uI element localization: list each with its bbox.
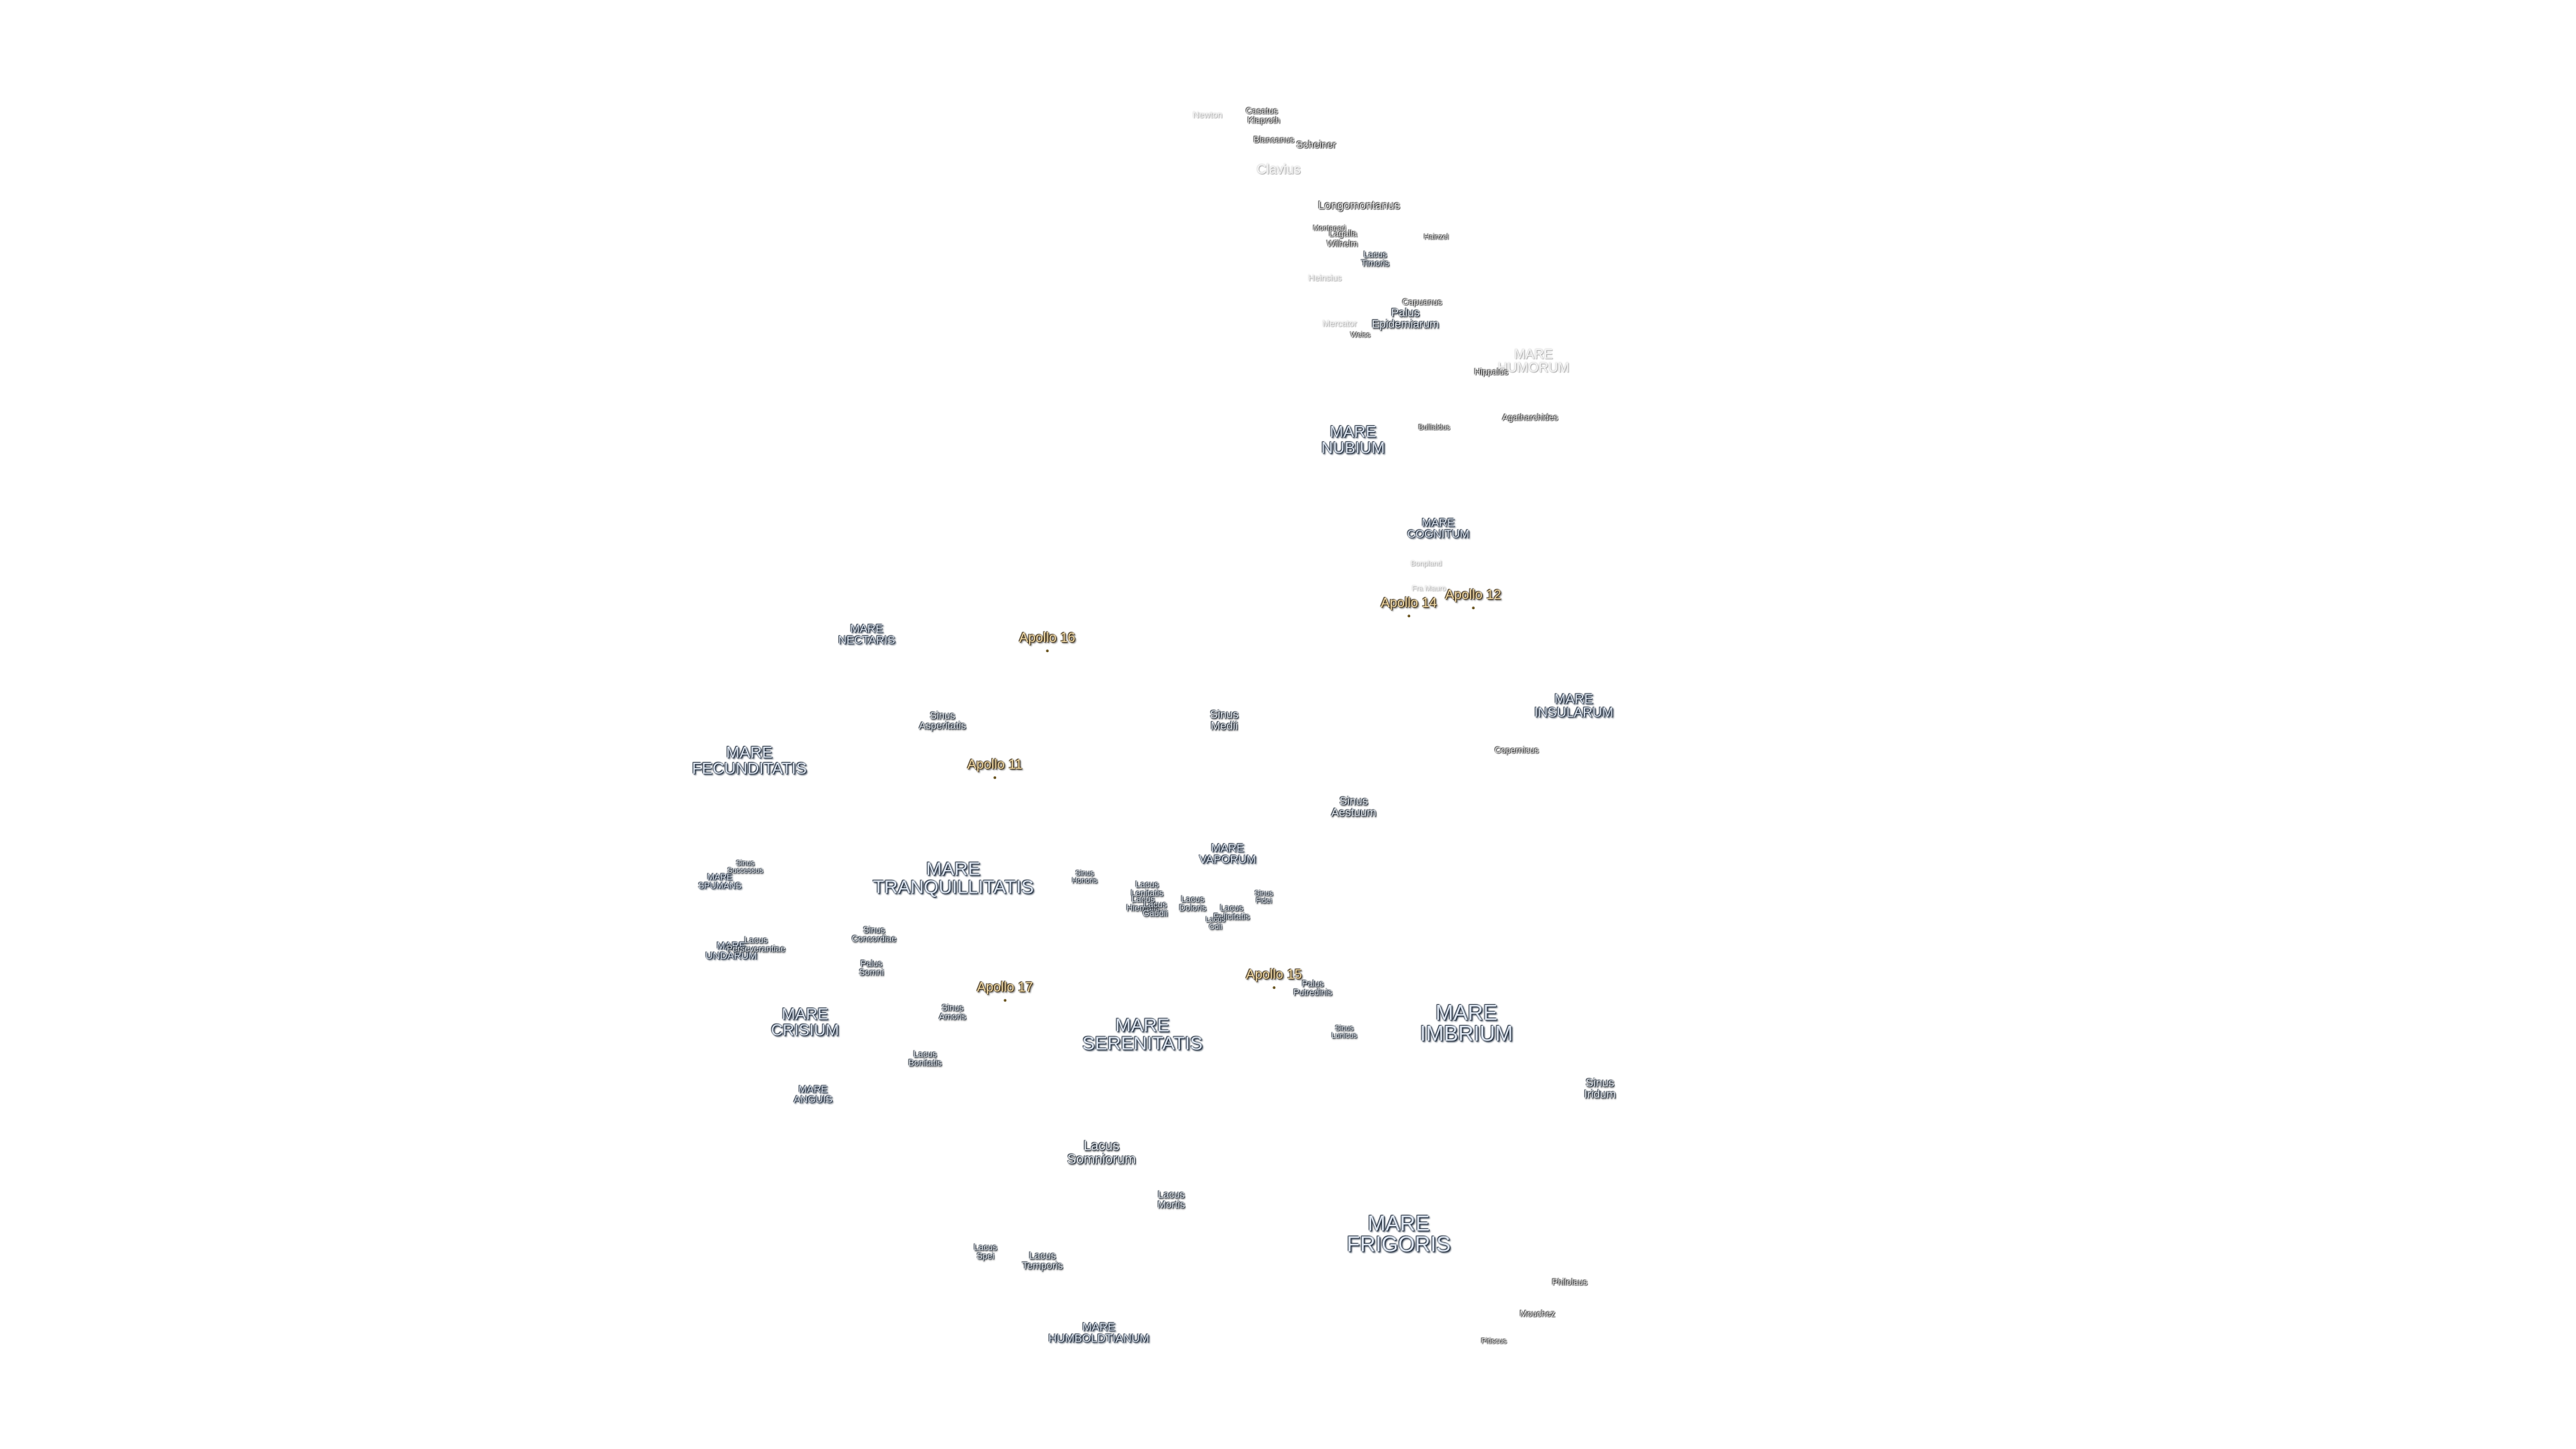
lacus-gaudii-label: Lacus Gaudii	[1142, 899, 1168, 918]
crater-copernicus-label: Copernicus	[1495, 745, 1539, 755]
sinus-concordiae-label: Sinus Concordiae	[851, 924, 897, 943]
crater-weiss-label: Weiss	[1350, 331, 1371, 339]
crater-newton-label: Newton	[1192, 109, 1223, 120]
sinus-medii-label: Sinus Medii	[1210, 708, 1239, 732]
mare-tranquillitatis-label: MARE TRANQUILLITATIS	[872, 858, 1034, 898]
sinus-lunicus-label: Sinus Lunicus	[1332, 1024, 1357, 1040]
apollo-17-marker[interactable]: Apollo 17	[977, 980, 1033, 1002]
mare-undarum-label: MARE UNDARUM	[705, 940, 757, 961]
apollo-14-marker[interactable]: Apollo 14	[1381, 596, 1437, 617]
apollo-11-marker[interactable]: Apollo 11	[967, 757, 1022, 779]
crater-wilhelm-label: Wilhelm	[1326, 238, 1358, 249]
mare-fecunditatis-label: MARE FECUNDITATIS	[692, 743, 807, 777]
crater-montanari-label: Montanari	[1313, 224, 1346, 233]
crater-casatus-label: Casatus	[1246, 105, 1278, 116]
mare-crisium-label: MARE CRISIUM	[771, 1005, 839, 1039]
lacus-odii-label: Lacus Odii	[1205, 916, 1226, 931]
mare-humboldtianum-label: MARE HUMBOLDTIANUM	[1048, 1320, 1150, 1344]
crater-klaproth-label: Klaproth	[1247, 115, 1281, 125]
sinus-successus-label: Sinus Successus	[727, 859, 763, 875]
crater-lagalla-label: Lagalla	[1329, 228, 1357, 239]
crater-bullialdus-label: Bullialdus	[1418, 423, 1450, 432]
palus-somni-label: Palus Somni	[859, 958, 884, 977]
sinus-aestuum-label: Sinus Aestuum	[1331, 794, 1377, 818]
crater-clavius-label: Clavius	[1256, 162, 1301, 178]
lacus-hiemalis-label: Lacus Hiemalis	[1126, 894, 1160, 912]
crater-hippalus-label: Hippalus	[1474, 366, 1509, 377]
lacus-somniorum-label: Lacus Somniorum	[1067, 1138, 1136, 1167]
mare-anguis-label: MARE ANGUIS	[794, 1083, 833, 1105]
lacus-felicitatis-label: Lacus Felicitatis	[1213, 902, 1250, 921]
sinus-honoris-label: Sinus Honoris	[1072, 869, 1097, 885]
mare-nectaris-label: MARE NECTARIS	[838, 622, 896, 646]
apollo-15-marker[interactable]: Apollo 15	[1246, 967, 1302, 989]
lacus-timoris-label: Lacus Timoris	[1360, 249, 1390, 268]
sinus-fidei-label: Sinus Fidei	[1254, 890, 1273, 905]
crater-agatharchides-label: Agatharchides	[1502, 412, 1558, 423]
apollo-16-marker[interactable]: Apollo 16	[1019, 631, 1075, 652]
sinus-iridum-label: Sinus Iridum	[1584, 1076, 1616, 1100]
crater-mouchez-label: Mouchez	[1519, 1308, 1556, 1319]
crater-longomontanus-label: Longomontanus	[1318, 199, 1400, 212]
mare-spumans-label: MARE SPUMANS	[698, 871, 742, 890]
lacus-lenitatis-label: Lacus Lenitatis	[1130, 879, 1164, 898]
mare-insularum-label: MARE INSULARUM	[1534, 692, 1613, 720]
mare-vaporum-label: MARE VAPORUM	[1199, 841, 1256, 865]
mare-frigoris-label: MARE FRIGORIS	[1346, 1211, 1451, 1256]
palus-putredinis-label: Palus Putredinis	[1293, 978, 1332, 997]
mare-cognitum-label: MARE COGNITUM	[1407, 516, 1470, 540]
sinus-amoris-label: Sinus Amoris	[938, 1002, 967, 1021]
crater-capuanus-label: Capuanus	[1402, 297, 1442, 307]
crater-pitiscus-label: Pitiscus	[1481, 1337, 1507, 1346]
crater-bonpland-label: Bonpland	[1410, 559, 1442, 568]
lacus-spei-label: Lacus Spei	[973, 1242, 998, 1260]
mare-imbrium-label: MARE IMBRIUM	[1419, 1000, 1513, 1046]
crater-fra-mauro-label: Fra Mauro	[1411, 584, 1446, 593]
lacus-perseverantiae-label: Lacus Perseverantiae	[727, 934, 786, 953]
crater-philolaus-label: Philolaus	[1552, 1277, 1588, 1287]
lacus-temporis-label: Lacus Temporis	[1022, 1250, 1063, 1271]
lacus-doloris-label: Lacus Doloris	[1179, 894, 1207, 912]
apollo-12-marker[interactable]: Apollo 12	[1445, 588, 1501, 609]
crater-scheiner-label: Scheiner	[1296, 139, 1336, 151]
sinus-asperitatis-label: Sinus Asperitatis	[918, 710, 967, 731]
mare-serenitatis-label: MARE SERENITATIS	[1082, 1014, 1203, 1054]
lacus-mortis-label: Lacus Mortis	[1157, 1189, 1185, 1210]
crater-heinsius-label: Heinsius	[1308, 272, 1342, 283]
mare-humorum-label: MARE HUMORUM	[1497, 347, 1570, 375]
lacus-bonitatis-label: Lacus Bonitatis	[908, 1049, 942, 1067]
crater-hainzel-label: Hainzel	[1424, 233, 1449, 241]
mare-nubium-label: MARE NUBIUM	[1321, 423, 1385, 457]
palus-epidemiarum-label: Palus Epidemiarum	[1371, 306, 1440, 330]
crater-mercator-label: Mercator	[1322, 318, 1357, 329]
crater-blancanus-label: Blancanus	[1253, 134, 1295, 145]
